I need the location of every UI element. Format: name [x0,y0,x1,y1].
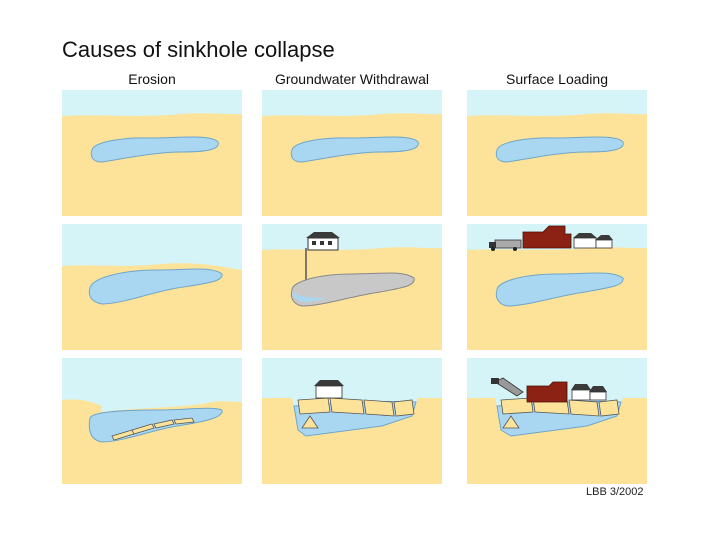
panel-surface-loading-stage3 [467,358,647,484]
panel-surface-loading-stage2 [467,224,647,350]
column-heading-groundwater-withdrawal: Groundwater Withdrawal [262,71,442,87]
panel-erosion-stage3 [62,358,242,484]
soil-layer [62,113,242,216]
credit-text: LBB 3/2002 [586,486,644,498]
panel-groundwater-stage2 [262,224,442,350]
panel-groundwater-stage1 [262,90,442,216]
house-icon [573,233,613,248]
column-heading-surface-loading: Surface Loading [467,71,647,87]
figure-title: Causes of sinkhole collapse [62,37,335,63]
panel-erosion-stage1 [62,90,242,216]
column-heading-erosion: Erosion [62,71,242,87]
panel-groundwater-stage3 [262,358,442,484]
panel-surface-loading-stage1 [467,90,647,216]
house-icon [306,232,340,250]
house-icon [314,380,344,398]
panel-erosion-stage2 [62,224,242,350]
